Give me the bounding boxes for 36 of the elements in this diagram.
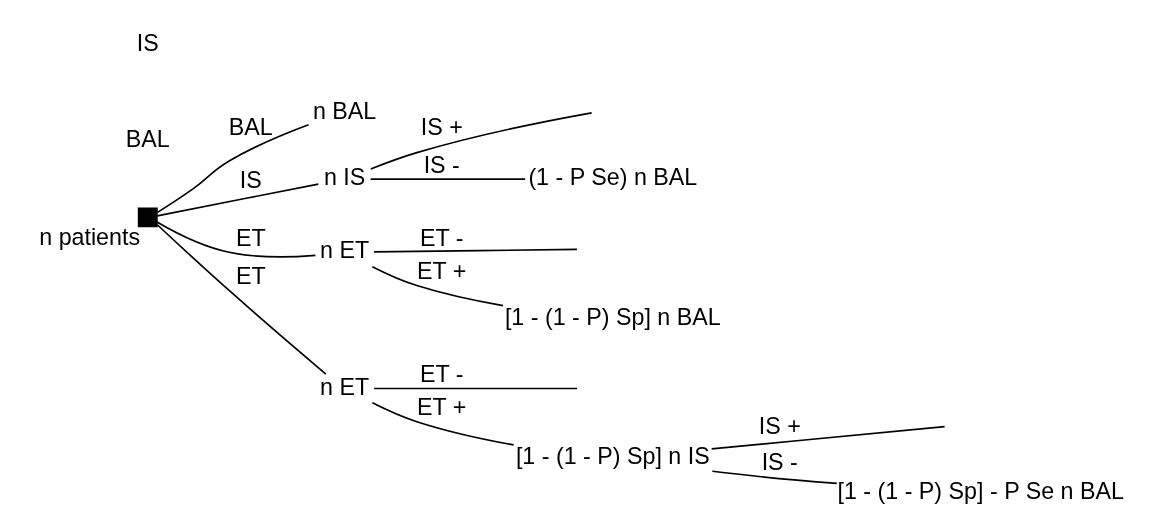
node-text: [1 - (1 - P) Sp] n IS <box>515 443 710 470</box>
edge-label: ET - <box>419 224 464 251</box>
connector <box>373 248 578 253</box>
connector <box>373 387 578 390</box>
edge-label: IS - <box>761 449 798 476</box>
connector <box>156 223 327 375</box>
node-box <box>137 207 158 228</box>
connector <box>371 401 515 446</box>
connector <box>711 470 838 485</box>
connector <box>369 112 593 170</box>
node-text: (1 - P Se) n BAL <box>528 164 698 191</box>
node-text: [1 - (1 - P) Sp] n BAL <box>504 303 721 330</box>
edge-label: IS - <box>423 151 460 178</box>
label: IS <box>136 29 159 56</box>
label: BAL <box>125 126 170 153</box>
node-text: [1 - (1 - P) Sp] - P Se n BAL <box>837 478 1124 505</box>
node-label: n patients <box>39 224 141 251</box>
edge-label: BAL <box>228 113 273 140</box>
connector <box>156 221 317 258</box>
connector <box>369 178 526 181</box>
node-text: n IS <box>323 164 366 191</box>
edge-label: IS + <box>420 113 463 140</box>
node-text: n BAL <box>312 97 377 124</box>
edge-label: IS + <box>758 412 801 439</box>
connector <box>156 183 320 217</box>
edge-label: ET <box>235 224 266 251</box>
connector <box>710 425 946 450</box>
edge-label: IS <box>239 166 262 193</box>
edge-label: ET <box>235 263 266 290</box>
edge-label: ET + <box>417 394 467 421</box>
edge-label: ET + <box>417 258 467 285</box>
node-text: n ET <box>320 237 370 264</box>
connector <box>156 123 310 214</box>
edge-label: ET - <box>419 361 464 388</box>
node-text: n ET <box>320 373 370 400</box>
connector <box>371 265 504 307</box>
